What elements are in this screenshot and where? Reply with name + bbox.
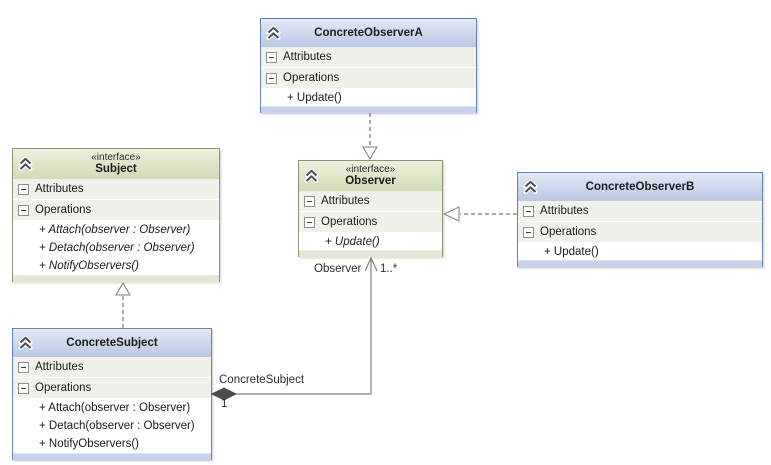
collapse-minus-icon[interactable] bbox=[18, 382, 29, 394]
class-stereotype: «interface» bbox=[91, 152, 141, 163]
class-title: ConcreteSubject bbox=[66, 336, 158, 349]
class-footer-strip bbox=[299, 250, 442, 258]
class-footer-strip bbox=[261, 106, 476, 114]
attributes-section[interactable]: Attributes bbox=[13, 179, 219, 200]
class-title: ConcreteObserverA bbox=[314, 26, 423, 39]
class-stereotype: «interface» bbox=[345, 164, 396, 175]
collapse-chevron-icon[interactable] bbox=[18, 335, 33, 350]
navigability-arrow bbox=[364, 256, 378, 272]
composition-source-role-label: ConcreteSubject bbox=[219, 374, 305, 386]
operation-item[interactable]: + Attach(observer : Observer) bbox=[13, 221, 219, 239]
collapse-minus-icon[interactable] bbox=[266, 51, 277, 63]
operations-label: Operations bbox=[283, 72, 340, 84]
operations-section[interactable]: Operations bbox=[299, 212, 442, 233]
attributes-section[interactable]: Attributes bbox=[13, 357, 211, 378]
collapse-chevron-icon[interactable] bbox=[266, 25, 281, 40]
class-subject[interactable]: «interface» Subject Attributes Operation… bbox=[12, 148, 220, 283]
attributes-section[interactable]: Attributes bbox=[261, 47, 476, 68]
class-concrete-subject[interactable]: ConcreteSubject Attributes Operations + … bbox=[12, 328, 212, 461]
class-title: ConcreteObserverB bbox=[585, 180, 695, 193]
class-header[interactable]: ConcreteSubject bbox=[13, 329, 211, 357]
operation-item[interactable]: + Update() bbox=[261, 89, 476, 106]
operation-item[interactable]: + Detach(observer : Observer) bbox=[13, 239, 219, 257]
collapse-minus-icon[interactable] bbox=[18, 183, 29, 195]
operations-section[interactable]: Operations bbox=[13, 200, 219, 221]
collapse-minus-icon[interactable] bbox=[523, 205, 534, 217]
collapse-minus-icon[interactable] bbox=[18, 361, 29, 373]
operation-item[interactable]: + Update() bbox=[299, 233, 442, 250]
operation-item[interactable]: + Attach(observer : Observer) bbox=[13, 399, 211, 417]
class-concrete-observer-b[interactable]: ConcreteObserverB Attributes Operations … bbox=[517, 172, 763, 268]
operations-section[interactable]: Operations bbox=[13, 378, 211, 399]
operations-section[interactable]: Operations bbox=[261, 68, 476, 89]
class-title: Subject bbox=[95, 163, 137, 175]
class-header[interactable]: «interface» Subject bbox=[13, 149, 219, 179]
class-concrete-observer-a[interactable]: ConcreteObserverA Attributes Operations … bbox=[260, 18, 477, 114]
collapse-chevron-icon[interactable] bbox=[18, 156, 33, 171]
class-header[interactable]: ConcreteObserverA bbox=[261, 19, 476, 47]
class-header[interactable]: «interface» Observer bbox=[299, 161, 442, 191]
attributes-label: Attributes bbox=[35, 361, 84, 373]
collapse-minus-icon[interactable] bbox=[18, 204, 29, 216]
collapse-chevron-icon[interactable] bbox=[304, 168, 319, 183]
operation-item[interactable]: + NotifyObservers() bbox=[13, 435, 211, 453]
operation-item[interactable]: + Update() bbox=[518, 243, 762, 260]
class-footer-strip bbox=[518, 260, 762, 268]
operations-label: Operations bbox=[540, 226, 597, 238]
operation-item[interactable]: + Detach(observer : Observer) bbox=[13, 417, 211, 435]
class-footer-strip bbox=[13, 275, 219, 283]
attributes-label: Attributes bbox=[283, 51, 332, 63]
attributes-label: Attributes bbox=[540, 205, 589, 217]
collapse-minus-icon[interactable] bbox=[304, 216, 315, 228]
operations-section[interactable]: Operations bbox=[518, 222, 762, 243]
realization-concrete-observer-a-to-observer[interactable] bbox=[362, 113, 378, 160]
composition-target-role-label: Observer bbox=[314, 263, 362, 275]
class-footer-strip bbox=[13, 453, 211, 461]
realization-concrete-subject-to-subject[interactable] bbox=[115, 282, 131, 328]
operations-label: Operations bbox=[321, 216, 378, 228]
attributes-section[interactable]: Attributes bbox=[299, 191, 442, 212]
operations-label: Operations bbox=[35, 204, 92, 216]
operation-item[interactable]: + NotifyObservers() bbox=[13, 257, 219, 275]
composition-target-multiplicity-label: 1..* bbox=[380, 263, 398, 275]
attributes-label: Attributes bbox=[321, 195, 370, 207]
class-title: Observer bbox=[345, 175, 396, 187]
attributes-label: Attributes bbox=[35, 183, 84, 195]
operations-label: Operations bbox=[35, 382, 92, 394]
class-header[interactable]: ConcreteObserverB bbox=[518, 173, 762, 201]
collapse-minus-icon[interactable] bbox=[304, 195, 315, 207]
attributes-section[interactable]: Attributes bbox=[518, 201, 762, 222]
collapse-minus-icon[interactable] bbox=[266, 72, 277, 84]
realization-concrete-observer-b-to-observer[interactable] bbox=[442, 206, 517, 222]
collapse-minus-icon[interactable] bbox=[523, 226, 534, 238]
class-observer[interactable]: «interface» Observer Attributes Operatio… bbox=[298, 160, 443, 258]
composition-source-multiplicity-label: 1 bbox=[221, 398, 228, 410]
collapse-chevron-icon[interactable] bbox=[523, 179, 538, 194]
